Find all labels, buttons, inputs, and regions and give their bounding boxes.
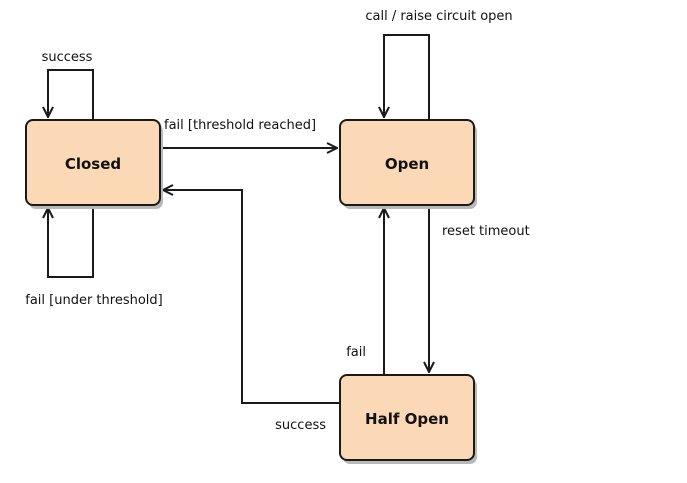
label-half-open-to-closed: success bbox=[275, 418, 326, 433]
state-open-label: Open bbox=[385, 155, 429, 173]
edge-half-open-to-closed bbox=[163, 190, 340, 404]
label-half-open-to-open: fail bbox=[346, 345, 366, 360]
label-open-to-half-open: reset timeout bbox=[442, 224, 530, 239]
label-closed-self-fail: fail [under threshold] bbox=[25, 293, 162, 308]
edge-open-self bbox=[384, 34, 430, 120]
state-half-open: Half Open bbox=[339, 374, 477, 464]
label-closed-self-success: success bbox=[42, 50, 93, 65]
state-open: Open bbox=[339, 119, 477, 209]
state-closed: Closed bbox=[25, 119, 163, 209]
label-closed-to-open: fail [threshold reached] bbox=[164, 118, 316, 133]
state-half-open-label: Half Open bbox=[365, 410, 449, 428]
state-closed-label: Closed bbox=[65, 155, 121, 173]
label-open-self: call / raise circuit open bbox=[365, 9, 512, 24]
edge-closed-self-fail bbox=[48, 205, 94, 278]
edge-closed-self-success bbox=[48, 69, 94, 120]
